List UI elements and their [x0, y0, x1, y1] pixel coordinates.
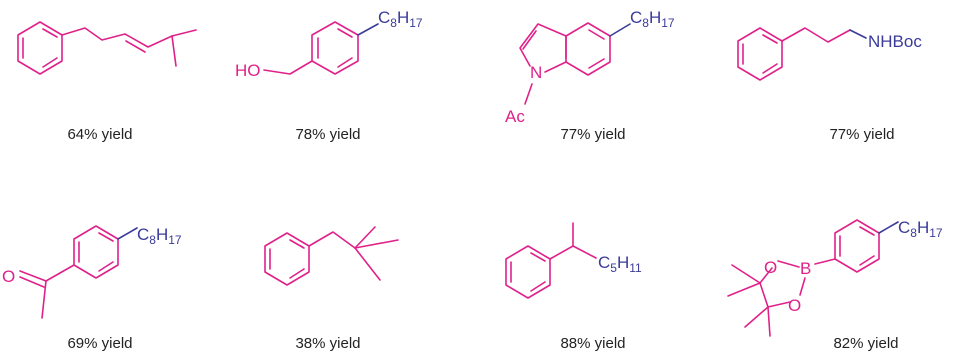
carbonyl-bond: [19, 270, 47, 282]
yield-label: 69% yield: [67, 335, 132, 352]
pyrrole-ring: [519, 23, 567, 67]
methyl-branch: [171, 29, 197, 37]
hydroxyl-label: HO: [235, 61, 261, 80]
octyl-label: C8H17: [630, 8, 675, 30]
pinacol-boronate-ring: [759, 260, 806, 308]
alkyl-chain: [61, 27, 173, 48]
compound-8: C8H17 O B O 82% yield: [727, 218, 943, 352]
tert-butyl-branch: [354, 226, 376, 249]
oxygen-label: O: [2, 267, 15, 286]
nhboc-label: NHBoc: [868, 32, 922, 51]
aryl-boron-bond: [814, 258, 836, 265]
yield-label: 77% yield: [829, 126, 894, 143]
methyl-bond: [731, 264, 761, 284]
pentyl-bond: [572, 245, 597, 259]
compound-5: O C8H17 69% yield: [2, 225, 182, 352]
benzo-ring: [565, 22, 611, 76]
carbamate-bond: [849, 29, 867, 39]
nitrogen-label: N: [530, 63, 542, 82]
yield-label: 78% yield: [295, 126, 360, 143]
compound-4: NHBoc 77% yield: [737, 27, 922, 143]
compound-6: 38% yield: [264, 226, 399, 352]
yield-label: 38% yield: [295, 335, 360, 352]
compound-2: HO C8H17 78% yield: [235, 8, 423, 143]
benzene-ring: [264, 232, 310, 286]
oxygen-label: O: [764, 258, 777, 277]
octyl-bond: [117, 227, 138, 240]
boron-label: B: [800, 259, 811, 278]
compound-7: C5H11 88% yield: [505, 222, 642, 352]
yield-label: 82% yield: [833, 335, 898, 352]
benzene-ring: [834, 219, 880, 273]
benzene-ring: [73, 225, 119, 279]
acetyl-bond: [45, 264, 75, 282]
methyl-branch: [171, 35, 177, 67]
tert-butyl-branch: [354, 239, 399, 249]
benzene-ring: [505, 245, 551, 299]
methyl-bond: [767, 306, 771, 337]
octyl-label: C8H17: [137, 225, 182, 247]
octyl-label: C8H17: [378, 8, 423, 30]
yield-label: 77% yield: [560, 126, 625, 143]
carbonyl-bond: [19, 276, 45, 288]
neopentyl-chain: [308, 231, 356, 249]
propyl-chain: [781, 27, 851, 43]
benzylic-bond: [549, 245, 574, 260]
benzene-ring: [311, 21, 359, 75]
compound-3: N Ac C8H17 77% yield: [505, 8, 675, 143]
oxygen-label: O: [788, 296, 801, 315]
benzene-ring: [737, 27, 783, 81]
octyl-bond: [878, 221, 899, 234]
methyl-bond: [727, 282, 761, 297]
octyl-bond: [357, 23, 379, 36]
yield-label: 88% yield: [560, 335, 625, 352]
double-bond-line: [125, 40, 146, 53]
octyl-bond: [609, 23, 631, 37]
pentyl-label: C5H11: [598, 253, 642, 275]
methyl-bond: [41, 280, 47, 319]
benzene-ring: [17, 21, 63, 75]
tert-butyl-branch: [354, 247, 381, 281]
yield-label: 64% yield: [67, 126, 132, 143]
hydroxymethyl-bond: [263, 60, 313, 75]
octyl-label: C8H17: [898, 218, 943, 240]
acetyl-label: Ac: [505, 107, 525, 126]
acetyl-bond: [524, 83, 533, 105]
methyl-bond: [744, 306, 769, 328]
compound-1: 64% yield: [17, 21, 197, 143]
